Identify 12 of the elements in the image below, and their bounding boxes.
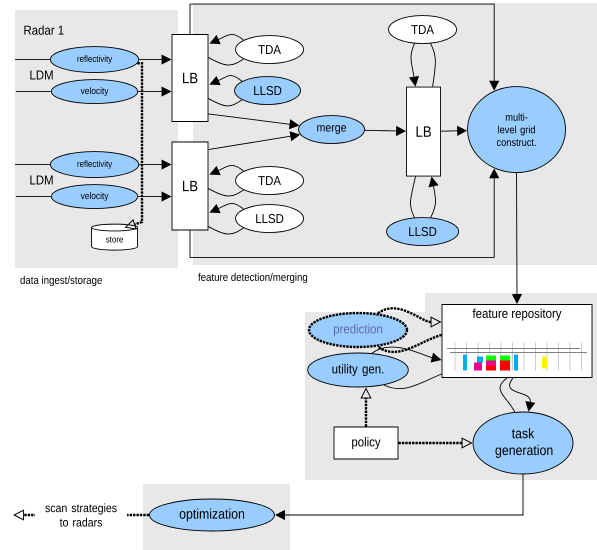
process-box: LB bbox=[406, 86, 441, 176]
text-label: LDM bbox=[30, 176, 53, 184]
text-label: Radar 1 bbox=[24, 25, 64, 35]
process-box: LB bbox=[172, 34, 208, 122]
node-label: feature detection/merging bbox=[198, 272, 308, 284]
repository-box: feature repository bbox=[442, 304, 592, 378]
text-label: LDM bbox=[30, 70, 53, 80]
node-label: data ingest/storage bbox=[20, 276, 102, 286]
process-box: policy bbox=[334, 426, 398, 460]
edge-label: scan strategies to radars bbox=[35, 502, 128, 528]
storage-cylinder: store bbox=[91, 224, 138, 251]
process-box: LB bbox=[172, 142, 208, 230]
